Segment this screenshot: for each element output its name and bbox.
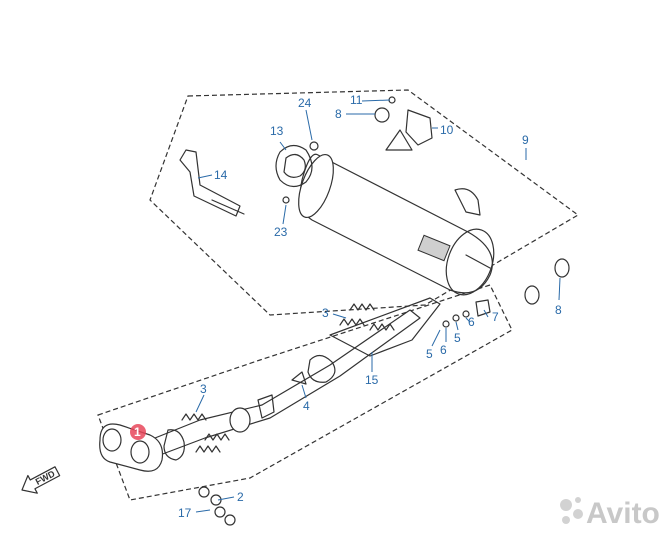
callout-15: 15: [365, 373, 379, 387]
callout-17: 17: [178, 506, 192, 520]
muffler-group-outline: [149, 89, 580, 316]
callout-8-right: 8: [555, 303, 562, 317]
callout-11: 11: [350, 93, 363, 107]
nuts-and-washers: [198, 486, 236, 526]
muffler: [298, 129, 495, 296]
callout-5-left: 5: [426, 347, 433, 361]
rubber-dampers: [524, 258, 570, 305]
callout-5-right: 5: [454, 331, 461, 345]
callouts: 24 11 8 10 13 9 14 23 8 3 7 6 5 6 5 15 3…: [130, 93, 562, 520]
callout-23: 23: [274, 225, 288, 239]
watermark-text: Avito: [586, 497, 660, 530]
highlight-marker: [130, 424, 146, 440]
small-fasteners: [442, 299, 491, 328]
callout-4: 4: [303, 399, 310, 413]
assembly-outlines: [97, 89, 580, 501]
callout-13: 13: [270, 124, 284, 138]
callout-6-right: 6: [468, 315, 475, 329]
callout-24: 24: [298, 96, 312, 110]
pipe-clamp: [275, 141, 319, 204]
callout-6-left: 6: [440, 343, 447, 357]
avito-logo-icon: [560, 497, 583, 524]
callout-1: 1: [134, 425, 141, 439]
springs: [181, 303, 395, 453]
bent-pipe: [179, 149, 245, 217]
callout-3-upper: 3: [322, 306, 329, 320]
leader-lines: [195, 99, 561, 513]
mount-bracket: [374, 96, 433, 146]
header-pipe-group-outline: [97, 284, 513, 501]
callout-10: 10: [440, 123, 454, 137]
callout-9: 9: [522, 133, 529, 147]
exhaust-flange: [99, 423, 185, 472]
callout-2: 2: [237, 490, 244, 504]
callout-3-lower: 3: [200, 382, 207, 396]
header-pipe: [149, 309, 421, 456]
callout-14: 14: [214, 168, 228, 182]
callout-8-top: 8: [335, 107, 342, 121]
heat-shield: [329, 297, 441, 357]
callout-7: 7: [492, 310, 499, 324]
forward-arrow-icon: FWD: [21, 466, 61, 494]
